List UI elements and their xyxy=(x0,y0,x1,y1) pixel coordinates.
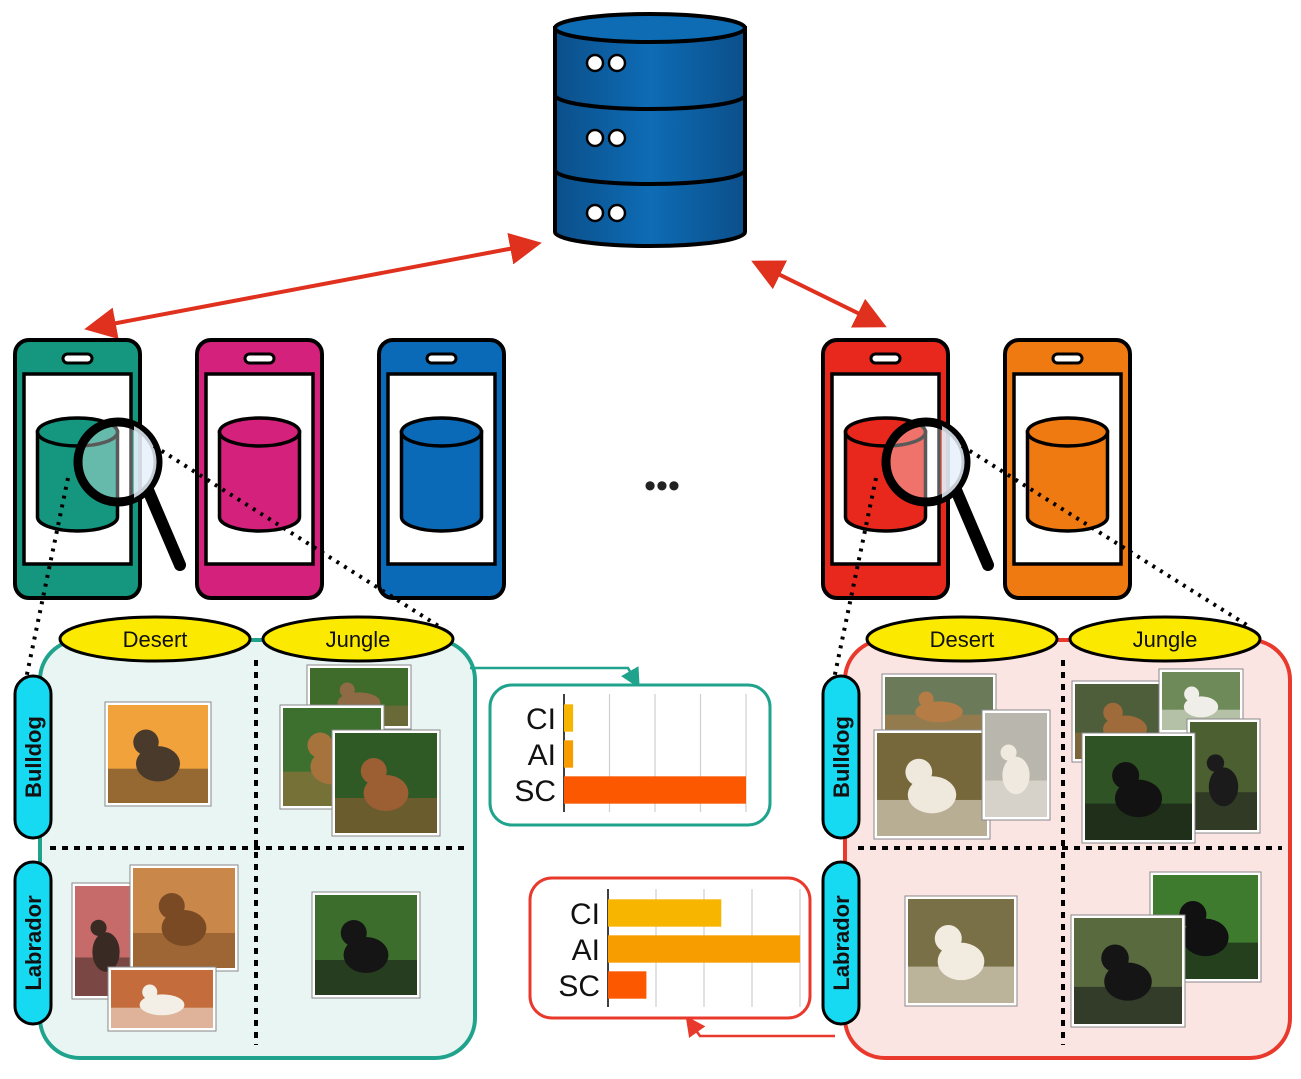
dog-photo-icon xyxy=(331,729,441,837)
client-phones xyxy=(13,338,1132,600)
dog-photo-icon xyxy=(904,895,1018,1007)
dog-photo-icon xyxy=(311,891,421,999)
chart-bar-ci xyxy=(564,704,574,732)
connector-left-to-chart xyxy=(470,666,640,689)
local-database-icon xyxy=(399,416,484,533)
phone-client-1 xyxy=(13,338,186,600)
dog-photo-icon xyxy=(873,729,991,840)
local-database-icon xyxy=(843,416,928,533)
svg-text:Bulldog: Bulldog xyxy=(829,716,854,798)
zoom-lines xyxy=(20,444,1252,699)
left-row-pill-labrador: Labrador xyxy=(13,860,53,1026)
right-row-pill-bulldog: Bulldog xyxy=(821,674,861,840)
phone-client-2 xyxy=(195,338,324,600)
chart-tick-label: SC xyxy=(514,775,556,808)
dog-photo-icon xyxy=(1081,732,1196,844)
dog-photo-icon xyxy=(107,966,217,1032)
phone-client-5 xyxy=(1003,338,1132,600)
phone-client-4 xyxy=(821,338,994,600)
dog-photo-icon xyxy=(1070,914,1186,1028)
local-database-icon xyxy=(217,416,302,533)
right-row-pill-labrador: Labrador xyxy=(821,860,861,1026)
dog-photo-icon xyxy=(1186,718,1261,834)
chart-bar-ai xyxy=(608,935,800,963)
left-col-pill-desert: Desert xyxy=(58,615,252,663)
left-row-pill-bulldog: Bulldog xyxy=(13,674,53,840)
dog-photo-icon xyxy=(104,701,212,807)
svg-text:Labrador: Labrador xyxy=(829,895,854,991)
magnifier-icon xyxy=(73,417,186,571)
magnifier-icon xyxy=(881,417,994,571)
svg-text:Bulldog: Bulldog xyxy=(21,716,46,798)
chart-tick-label: AI xyxy=(528,739,556,772)
chart-bar-ci xyxy=(608,899,722,927)
svg-text:Desert: Desert xyxy=(123,627,188,652)
chart-tick-label: CI xyxy=(570,898,600,931)
dog-photo-icon xyxy=(129,864,239,972)
phone-client-3 xyxy=(377,338,506,600)
ellipsis: ••• xyxy=(644,467,680,505)
dog-photo-icon xyxy=(71,882,141,1000)
arrow-server-client-right xyxy=(751,260,887,328)
chart-tick-label: SC xyxy=(558,970,600,1003)
chart-bar-ai xyxy=(564,740,574,768)
local-database-icon xyxy=(1025,416,1110,533)
svg-text:Desert: Desert xyxy=(930,627,995,652)
right-col-pill-desert: Desert xyxy=(865,615,1059,663)
arrow-server-client-left xyxy=(84,232,542,340)
chart-bar-sc xyxy=(608,971,647,999)
dog-photo-icon xyxy=(881,673,997,739)
right-col-pill-jungle: Jungle xyxy=(1068,615,1262,663)
dog-photos xyxy=(71,664,1262,1032)
database-server-icon xyxy=(553,12,747,248)
chart-tick-label: AI xyxy=(572,934,600,967)
svg-text:Jungle: Jungle xyxy=(1133,627,1198,652)
svg-text:Jungle: Jungle xyxy=(326,627,391,652)
dog-photo-icon xyxy=(981,709,1051,821)
connector-right-to-chart xyxy=(685,1015,835,1038)
chart-bar-sc xyxy=(564,776,746,804)
chart-tick-label: CI xyxy=(526,703,556,736)
svg-text:Labrador: Labrador xyxy=(21,895,46,991)
left-col-pill-jungle: Jungle xyxy=(261,615,455,663)
